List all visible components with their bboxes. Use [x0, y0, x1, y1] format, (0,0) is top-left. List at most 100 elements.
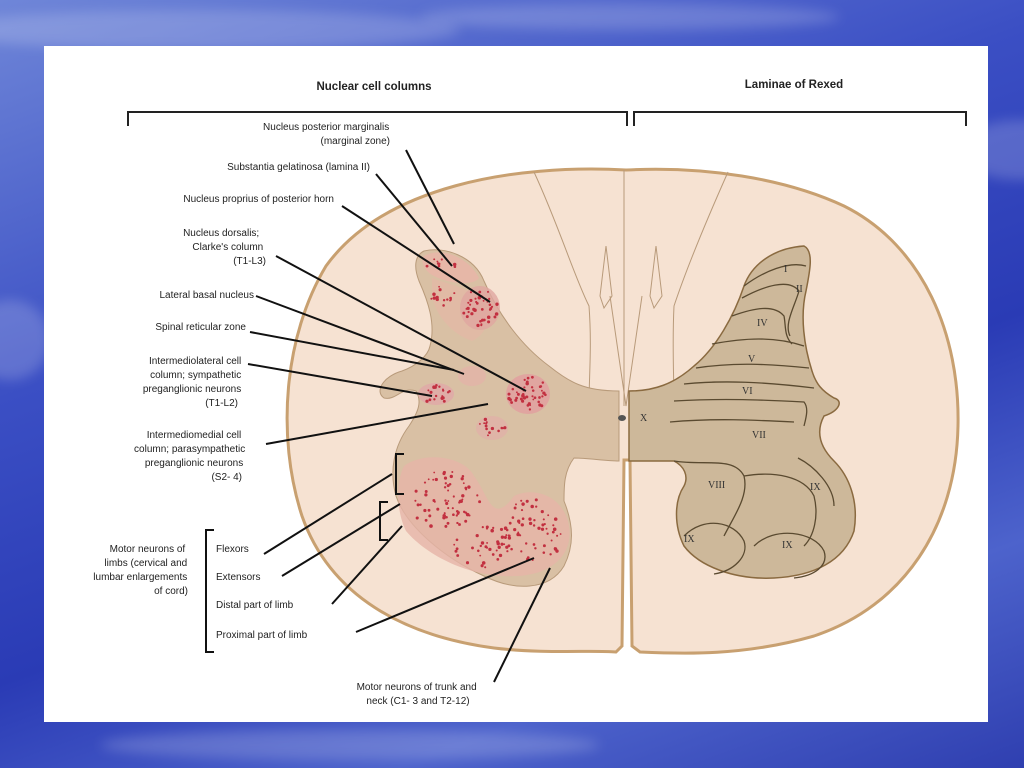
neuron-dot	[476, 323, 480, 328]
neuron-dot	[540, 509, 544, 514]
neuron-dot	[559, 533, 562, 535]
white-matter	[285, 167, 960, 655]
neuron-dot	[434, 394, 438, 398]
neuron-dot	[432, 478, 435, 481]
neuron-dot	[478, 290, 482, 294]
neuron-dot	[547, 514, 550, 517]
neuron-dot	[419, 503, 422, 507]
neuron-dot	[511, 387, 515, 391]
neuron-dot	[438, 385, 441, 388]
neuron-dot	[437, 262, 441, 266]
neuron-dot	[499, 527, 504, 531]
neuron-dot	[496, 558, 500, 561]
neuron-dot	[467, 301, 470, 304]
neuron-dot	[469, 298, 473, 302]
neuron-dot	[415, 516, 419, 520]
neuron-dot	[478, 500, 482, 504]
neuron-dot	[434, 386, 437, 389]
neuron-dot	[503, 535, 507, 539]
neuron-dot	[526, 404, 530, 407]
neuron-dot	[529, 404, 532, 407]
neuron-dot	[433, 471, 436, 474]
header-laminae-of-rexed: Laminae of Rexed	[745, 79, 843, 91]
neuron-dot	[487, 320, 491, 324]
neuron-dot	[545, 527, 548, 530]
neuron-dot	[510, 401, 514, 404]
neuron-dot	[469, 291, 473, 294]
neuron-dot	[424, 490, 428, 493]
neuron-dot	[532, 543, 536, 546]
neuron-dot	[520, 499, 523, 502]
neuron-dot	[440, 396, 444, 401]
neuron-dot	[433, 500, 436, 503]
neuron-dot	[481, 526, 484, 529]
neuron-dot	[480, 308, 484, 311]
neuron-dot	[424, 493, 428, 497]
neuron-dot	[490, 528, 494, 533]
neuron-dot	[481, 561, 486, 565]
neuron-dot	[528, 408, 532, 411]
nucleus-proprius	[460, 286, 500, 330]
neuron-dot	[482, 299, 485, 302]
neuron-dot	[488, 547, 492, 552]
neuron-dot	[455, 514, 458, 517]
neuron-dot	[513, 506, 517, 510]
neuron-dot	[476, 494, 479, 497]
neuron-dot	[459, 499, 463, 504]
neuron-dot	[521, 399, 525, 403]
neuron-dot	[485, 427, 488, 431]
neuron-dot	[505, 545, 509, 549]
neuron-dot	[537, 400, 540, 404]
neuron-dot	[521, 394, 525, 398]
neuron-dot	[519, 534, 522, 537]
neuron-dot	[429, 524, 433, 528]
neuron-dot	[427, 508, 431, 512]
neuron-dot	[526, 556, 530, 560]
neuron-dot	[528, 517, 532, 521]
neuron-dot	[542, 551, 546, 554]
neuron-dot	[442, 515, 446, 520]
lamina-I-label: I	[784, 264, 787, 275]
neuron-dot	[457, 511, 460, 514]
neuron-dot	[436, 260, 439, 263]
neuron-dot	[454, 549, 458, 553]
neuron-dot	[520, 509, 524, 512]
neuron-dot	[500, 535, 505, 539]
neuron-dot	[516, 392, 520, 396]
neuron-dot	[540, 527, 545, 531]
neuron-dot	[521, 502, 525, 506]
neuron-dot	[551, 530, 555, 534]
neuron-dot	[471, 546, 474, 550]
neuron-dots	[414, 258, 562, 569]
neuron-dot	[475, 533, 479, 538]
neuron-dot	[498, 553, 503, 558]
neuron-dot	[444, 482, 447, 485]
label-proximal-limb: Proximal part of limb	[216, 630, 308, 641]
header-nuclear-cell-columns: Nuclear cell columns	[316, 81, 431, 93]
neuron-dot	[429, 390, 433, 394]
neuron-dot	[517, 531, 520, 534]
neuron-dot	[423, 508, 427, 513]
neuron-dot	[490, 426, 495, 431]
neuron-dot	[445, 501, 449, 506]
label-brackets	[205, 453, 404, 653]
neuron-dot	[523, 386, 526, 389]
neuron-dot	[491, 553, 495, 556]
neuron-dot	[442, 470, 446, 474]
neuron-dot	[531, 375, 534, 379]
neuron-dot	[477, 549, 480, 553]
neuron-dot	[552, 527, 557, 532]
neuron-dot	[531, 389, 535, 392]
neuron-dot	[483, 417, 488, 422]
neuron-dot	[472, 307, 476, 312]
neuron-dot	[455, 538, 459, 542]
lamina-VII-label: VII	[752, 430, 766, 441]
neuron-dot	[530, 504, 534, 509]
neuron-dot	[430, 297, 433, 300]
neuron-dot	[452, 262, 457, 267]
dorsal-funiculi	[533, 170, 729, 407]
neuron-dot	[507, 536, 512, 540]
neuron-dot	[538, 396, 541, 399]
neuron-dot	[449, 474, 453, 479]
neuron-dot	[461, 475, 465, 478]
